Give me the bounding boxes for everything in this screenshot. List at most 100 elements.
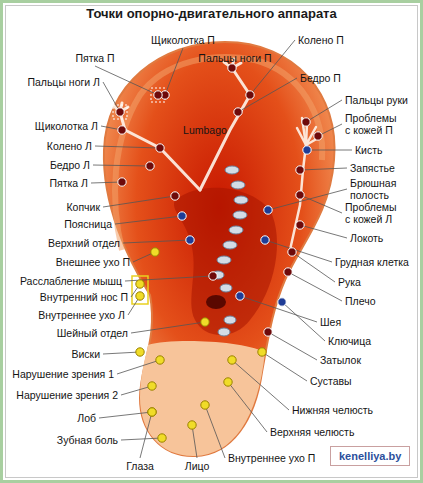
point-box bbox=[113, 105, 127, 119]
inner-frame bbox=[6, 6, 418, 478]
point-label: Щиколотка П bbox=[151, 34, 215, 46]
leader-line bbox=[123, 240, 190, 243]
leader-line bbox=[268, 332, 317, 360]
leader-line bbox=[192, 425, 197, 458]
leader-line bbox=[131, 322, 205, 333]
leader-line bbox=[95, 66, 158, 95]
point-label: Зубная боль bbox=[57, 434, 118, 446]
leader-line bbox=[115, 216, 182, 224]
point-label: Лоб bbox=[77, 412, 96, 424]
point-label: Пальцы руки bbox=[345, 94, 408, 106]
point-label: Колено П bbox=[298, 34, 344, 46]
acupoint-dot bbox=[148, 408, 156, 416]
point-label: Бедро П bbox=[300, 72, 341, 84]
point-label: Локоть bbox=[350, 232, 383, 244]
leader-line bbox=[165, 48, 183, 95]
point-label: Пятка П bbox=[75, 52, 114, 64]
acupoint-dot bbox=[156, 356, 164, 364]
watermark: kenelliya.by bbox=[330, 446, 410, 466]
point-label: Виски bbox=[71, 348, 100, 360]
acupoint-dot bbox=[296, 166, 304, 174]
point-label: Лицо bbox=[185, 460, 210, 472]
point-label: Внешнее ухо П bbox=[56, 256, 130, 268]
leader-line bbox=[238, 78, 297, 112]
acupoint-dot bbox=[264, 328, 272, 336]
point-label: Расслабление мышц bbox=[20, 275, 122, 287]
point-label: Запястье bbox=[350, 162, 395, 174]
skeleton-legs bbox=[114, 59, 250, 190]
acupoint-dot bbox=[278, 298, 286, 306]
point-label: Ключица bbox=[328, 335, 371, 347]
acupoint-dot bbox=[171, 192, 179, 200]
leader-line bbox=[140, 412, 152, 458]
acupoint-dot bbox=[224, 378, 232, 386]
leader-line bbox=[307, 150, 352, 151]
point-label: Lumbago bbox=[183, 124, 227, 136]
acupoint-dot bbox=[314, 132, 322, 140]
acupoint-dot bbox=[118, 126, 126, 134]
point-label: Внутреннее ухо П bbox=[228, 452, 315, 464]
acupoint-dot bbox=[284, 268, 292, 276]
leader-line bbox=[99, 412, 152, 418]
acupoint-dot bbox=[136, 280, 144, 288]
point-label: Проблемы с кожей Л bbox=[345, 201, 401, 225]
acupoint-dot bbox=[146, 162, 154, 170]
acupoint-dot bbox=[116, 108, 124, 116]
leader-line bbox=[205, 405, 225, 458]
leader-line bbox=[306, 100, 342, 122]
point-label: Суставы bbox=[310, 375, 352, 387]
point-label: Пятка Л bbox=[49, 177, 88, 189]
acupoint-dot bbox=[228, 64, 236, 72]
point-label: Бедро Л bbox=[50, 159, 90, 171]
point-label: Брюшная полость bbox=[350, 177, 412, 201]
point-label: Нижняя челюсть bbox=[292, 404, 373, 416]
leader-line bbox=[300, 195, 342, 213]
ear-lobe bbox=[140, 341, 265, 456]
acupoint-dot bbox=[296, 221, 304, 229]
acupoint-dot bbox=[264, 206, 272, 214]
point-label: Проблемы с кожей П bbox=[345, 112, 401, 136]
point-label: Верхняя челюсть bbox=[270, 426, 354, 438]
leader-lines bbox=[91, 40, 352, 458]
point-label: Плечо bbox=[345, 295, 375, 307]
leader-line bbox=[103, 352, 140, 354]
leader-line bbox=[93, 165, 150, 166]
acupoint-dot bbox=[136, 292, 144, 300]
acupoint-dot bbox=[201, 318, 209, 326]
leader-line bbox=[268, 189, 347, 210]
acupoint-dot bbox=[261, 236, 269, 244]
acupoint-dot bbox=[148, 382, 156, 390]
leader-line bbox=[95, 146, 160, 148]
point-label: Щиколотка Л bbox=[35, 120, 98, 132]
acupoint-dot bbox=[158, 434, 166, 442]
acupoint-dot bbox=[188, 421, 196, 429]
point-label: Внутренний нос П bbox=[40, 291, 128, 303]
point-label: Рука bbox=[338, 276, 361, 288]
leader-line bbox=[103, 196, 175, 207]
acupoint-dot bbox=[209, 272, 217, 280]
leader-line bbox=[288, 272, 342, 301]
point-label: Нарушение зрения 1 bbox=[12, 368, 114, 380]
point-label: Грудная клетка bbox=[335, 256, 409, 268]
point-label: Верхний отдел bbox=[48, 237, 120, 249]
leader-line bbox=[232, 360, 289, 410]
acupoint-dot bbox=[303, 146, 311, 154]
point-label: Затылок bbox=[320, 354, 361, 366]
point-label: Внутреннее ухо Л bbox=[38, 309, 125, 321]
concha bbox=[174, 188, 277, 335]
leader-line bbox=[300, 225, 347, 238]
point-label: Поясница bbox=[64, 218, 112, 230]
leader-line bbox=[228, 382, 267, 432]
ear-canal bbox=[206, 295, 226, 309]
point-label: Колено Л bbox=[47, 140, 92, 152]
acupoint-dot bbox=[136, 348, 144, 356]
leader-line bbox=[117, 360, 160, 374]
point-label: Пальцы ноги П bbox=[198, 52, 271, 64]
acupoint-dot bbox=[246, 91, 254, 99]
acupoint-dot bbox=[258, 348, 266, 356]
leader-line bbox=[121, 438, 162, 440]
acupoint-dot bbox=[201, 401, 209, 409]
